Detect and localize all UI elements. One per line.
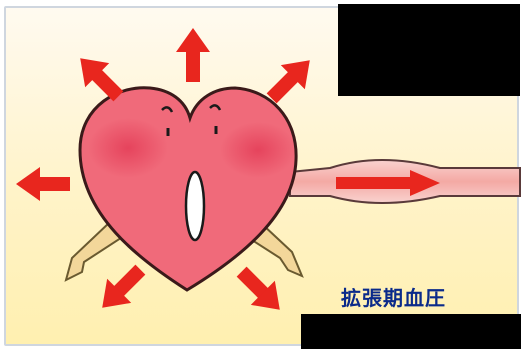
redaction-block-bottom [301,314,521,349]
arrow-down-right-icon [230,260,292,322]
arrow-down-left-icon [90,258,152,320]
caption-label: 拡張期血圧 [341,283,491,313]
redaction-block-top [338,4,520,96]
heart-character [80,88,296,290]
arrow-up-icon [176,28,210,82]
mouth [186,172,204,240]
arrow-left-icon [16,167,70,201]
